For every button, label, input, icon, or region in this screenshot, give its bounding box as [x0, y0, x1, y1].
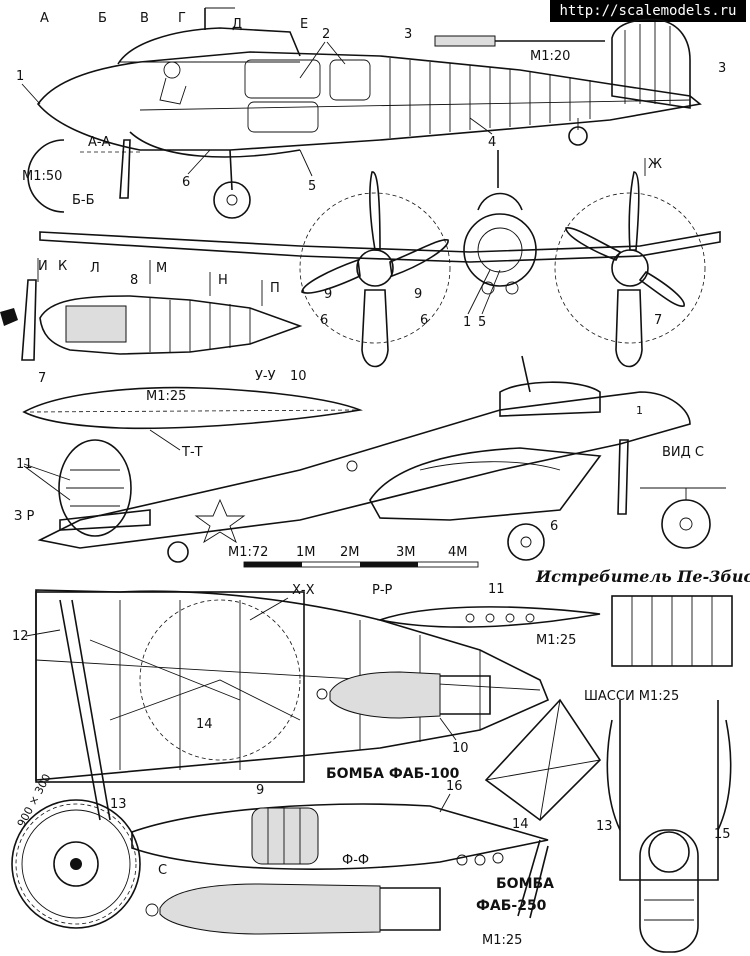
svg-text:900 × 300: 900 × 300	[15, 772, 54, 829]
svg-text:15: 15	[714, 827, 731, 842]
svg-text:М1:25: М1:25	[536, 633, 576, 648]
svg-text:3: 3	[404, 27, 412, 42]
svg-text:М1:25: М1:25	[146, 389, 186, 404]
nacelle-gear-cutaway: Х-Х 12 14 13 10 БОМБА ФАБ-100	[12, 583, 550, 821]
svg-text:У-У: У-У	[255, 369, 276, 384]
svg-text:10: 10	[290, 369, 307, 384]
svg-text:4М: 4М	[448, 545, 468, 560]
svg-text:М1:72: М1:72	[228, 545, 268, 560]
svg-text:1: 1	[16, 69, 24, 84]
watermark-url[interactable]: http://scalemodels.ru	[550, 0, 746, 22]
svg-text:9: 9	[324, 287, 332, 302]
svg-text:2М: 2М	[340, 545, 360, 560]
svg-text:12: 12	[12, 629, 29, 644]
section-markers-top: А Б В Г Д Е	[40, 11, 308, 32]
svg-text:К: К	[58, 259, 67, 274]
svg-text:Т-Т: Т-Т	[181, 445, 203, 460]
svg-text:М1:20: М1:20	[530, 49, 570, 64]
svg-text:6: 6	[550, 519, 558, 534]
svg-text:3М: 3М	[396, 545, 416, 560]
svg-text:Б-Б: Б-Б	[72, 193, 95, 208]
callouts-top: 1 2 3 3 4 5 6 М1:20	[16, 27, 726, 194]
svg-text:9: 9	[414, 287, 422, 302]
svg-text:П: П	[270, 281, 280, 296]
svg-text:16: 16	[446, 779, 463, 794]
svg-text:С: С	[158, 863, 167, 878]
svg-text:14: 14	[512, 817, 529, 832]
nacelle-cutaway: И К Л М Н П 8 7 У-У 10	[0, 258, 307, 386]
svg-text:М1:25: М1:25	[482, 933, 522, 948]
svg-text:Б: Б	[98, 11, 107, 26]
section-ff: 9 16 Ф-Ф С БОМБА ФАБ-250 М1:25	[131, 779, 554, 948]
svg-text:13: 13	[110, 797, 127, 812]
svg-text:9: 9	[256, 783, 264, 798]
side-view-cutaway	[36, 7, 702, 219]
section-aa-detail: А-А М1:50 Б-Б	[22, 135, 140, 213]
svg-text:5: 5	[478, 315, 486, 330]
svg-text:Ф-Ф: Ф-Ф	[342, 853, 369, 868]
svg-text:А: А	[40, 11, 49, 26]
svg-text:2: 2	[322, 27, 330, 42]
svg-text:8: 8	[130, 273, 138, 288]
svg-text:Г: Г	[178, 11, 186, 26]
svg-text:Д: Д	[232, 17, 242, 32]
svg-text:6: 6	[420, 313, 428, 328]
scale-bar: М1:72 1М 2М 3М 4М	[228, 545, 479, 568]
svg-text:ШАССИ М1:25: ШАССИ М1:25	[584, 689, 679, 704]
svg-text:ФАБ-250: ФАБ-250	[476, 898, 547, 914]
svg-text:1: 1	[463, 315, 471, 330]
front-view: Ж 9 9 6 6 1 5 7	[39, 150, 721, 368]
svg-text:14: 14	[196, 717, 213, 732]
svg-text:1: 1	[636, 404, 643, 417]
svg-text:4: 4	[488, 135, 496, 150]
view-c: ВИД С	[640, 445, 726, 549]
main-wheel: 900 × 300	[11, 772, 141, 929]
svg-text:5: 5	[308, 179, 316, 194]
svg-text:11: 11	[488, 582, 505, 597]
svg-text:1М: 1М	[296, 545, 316, 560]
svg-text:М1:50: М1:50	[22, 169, 62, 184]
svg-text:7: 7	[654, 313, 662, 328]
svg-text:10: 10	[452, 741, 469, 756]
perspective-view: 1 6 11 З Р	[14, 355, 691, 563]
svg-text:13: 13	[596, 819, 613, 834]
chassis-detail: ШАССИ М1:25 13 15 14	[484, 595, 733, 953]
drawing-title: Истребитель Пе-3бис	[535, 567, 750, 586]
svg-text:А-А: А-А	[88, 135, 111, 150]
section-rr: Р-Р 11 М1:25	[372, 582, 601, 648]
airfoil-tt: М1:25 Т-Т	[22, 386, 363, 460]
svg-text:6: 6	[320, 313, 328, 328]
svg-text:7: 7	[38, 371, 46, 386]
svg-text:ВИД С: ВИД С	[662, 445, 704, 460]
svg-text:Ж: Ж	[648, 157, 662, 172]
svg-text:И: И	[38, 259, 48, 274]
svg-text:Е: Е	[300, 17, 308, 32]
svg-text:3: 3	[718, 61, 726, 76]
svg-text:Н: Н	[218, 273, 228, 288]
svg-text:М: М	[156, 261, 167, 276]
svg-text:БОМБА ФАБ-100: БОМБА ФАБ-100	[326, 766, 460, 782]
svg-text:Л: Л	[90, 261, 100, 276]
svg-text:З Р: З Р	[14, 509, 34, 524]
svg-text:Р-Р: Р-Р	[372, 583, 393, 598]
svg-text:6: 6	[182, 175, 190, 190]
svg-text:В: В	[140, 11, 149, 26]
svg-text:Х-Х: Х-Х	[292, 583, 315, 598]
